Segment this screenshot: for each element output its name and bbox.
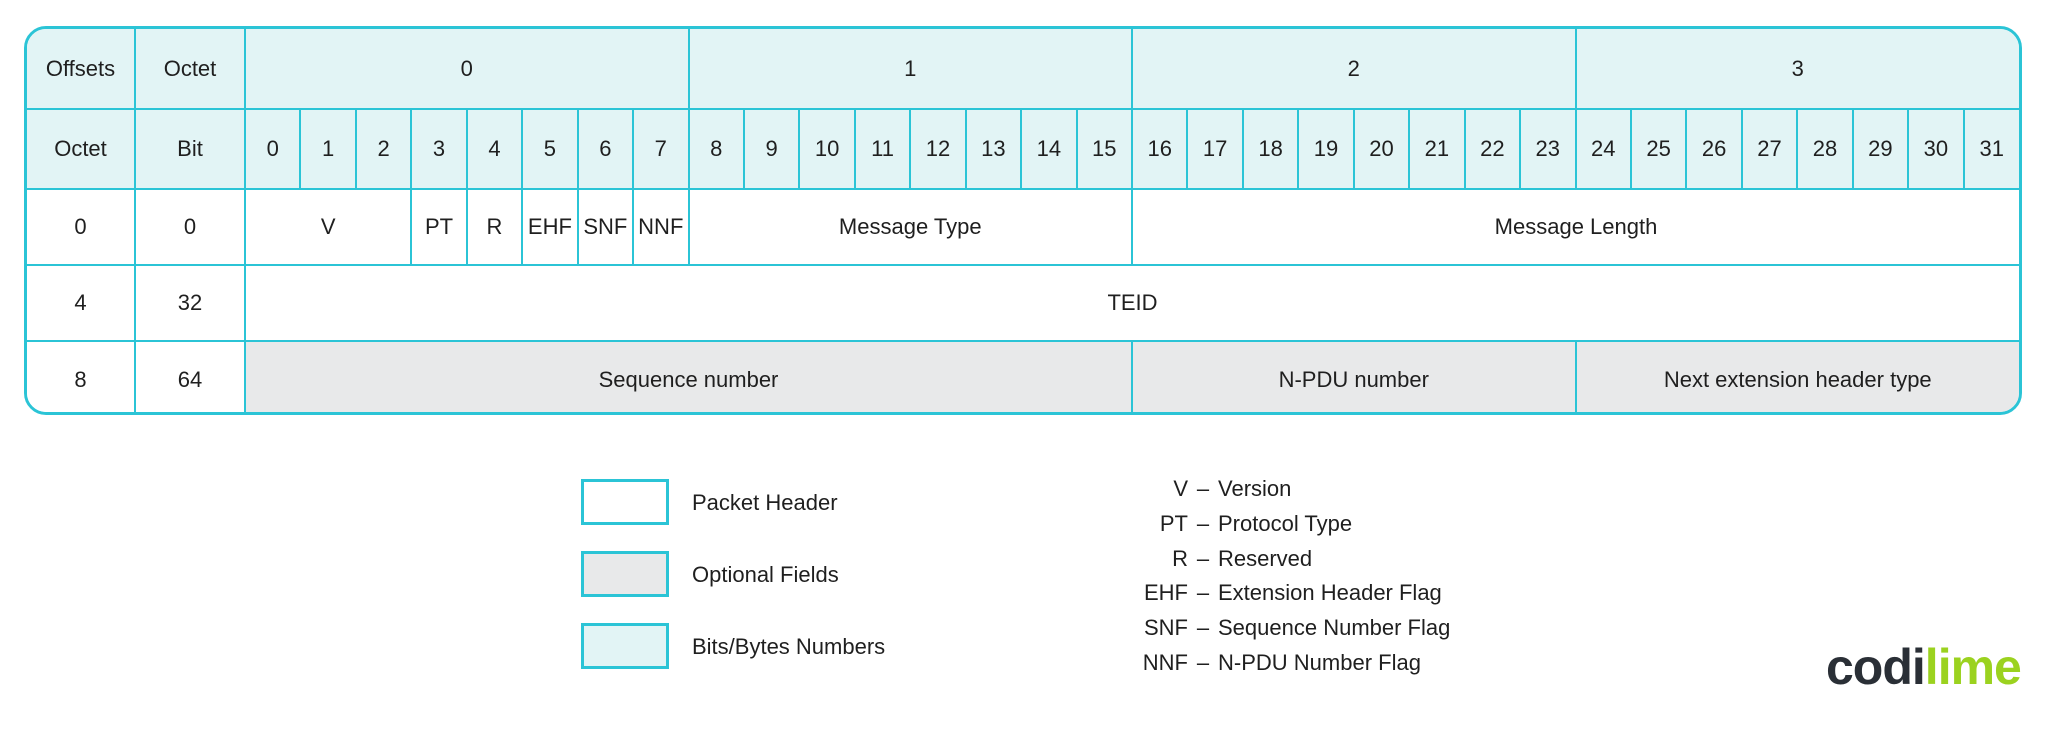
abbreviation-meaning: Reserved <box>1218 546 1313 571</box>
field-message-length: Message Length <box>1131 188 2019 266</box>
header-row-1: 4 32 TEID <box>27 264 2019 342</box>
packet-header-swatch <box>581 479 669 525</box>
corner-offsets-label: Offsets <box>27 29 136 110</box>
bit-number: 27 <box>1740 108 1799 190</box>
bit-number: 10 <box>798 108 856 190</box>
field-next-extension-header-type: Next extension header type <box>1574 340 2019 412</box>
field-sequence-number: Sequence number <box>244 340 1133 412</box>
field-message-type: Message Type <box>687 188 1133 266</box>
bit-number: 18 <box>1241 108 1300 190</box>
bit-number: 31 <box>1962 108 2019 190</box>
octet-number: 0 <box>244 29 690 110</box>
legend-label-numbers: Bits/Bytes Numbers <box>692 634 886 659</box>
octet-number: 1 <box>687 29 1133 110</box>
bit-number: 22 <box>1463 108 1522 190</box>
octet-number: 3 <box>1574 29 2019 110</box>
abbreviation-key: NNF <box>1142 650 1188 675</box>
row-offset-bit: 32 <box>134 264 246 342</box>
abbreviation-item: R–Reserved <box>1120 546 1312 580</box>
logo-text-lime: lime <box>1924 639 2022 695</box>
abbreviation-item: PT–Protocol Type <box>1120 511 1352 545</box>
codilime-logo: codilime <box>1826 639 2022 695</box>
bit-number: 28 <box>1796 108 1854 190</box>
octet-number-row: Offsets Octet 0 1 2 3 <box>27 29 2019 110</box>
bit-number: 12 <box>909 108 967 190</box>
bit-number: 17 <box>1186 108 1244 190</box>
optional-fields-swatch <box>581 551 669 597</box>
octet-number: 2 <box>1131 29 1577 110</box>
bit-number: 26 <box>1685 108 1743 190</box>
bit-number: 16 <box>1130 108 1189 190</box>
legend-label-optional-fields: Optional Fields <box>692 562 839 587</box>
corner-octet-offset-label: Octet <box>27 108 136 190</box>
bit-number: 30 <box>1907 108 1965 190</box>
field-reserved: R <box>465 188 524 266</box>
row-offset-bit: 64 <box>134 340 246 412</box>
abbreviation-meaning: N-PDU Number Flag <box>1218 650 1421 675</box>
bit-number: 20 <box>1352 108 1411 190</box>
abbreviation-item: NNF–N-PDU Number Flag <box>1120 650 1421 684</box>
legend-label-packet-header: Packet Header <box>692 490 838 515</box>
field-version: V <box>243 188 413 266</box>
bit-number: 5 <box>521 108 579 190</box>
row-offset-bit: 0 <box>134 188 246 266</box>
abbreviation-meaning: Protocol Type <box>1218 511 1353 536</box>
logo-text-codi: codi <box>1826 639 1926 695</box>
corner-octet-label: Octet <box>134 29 246 110</box>
bit-number: 15 <box>1075 108 1134 190</box>
abbreviation-key: R <box>1172 546 1188 571</box>
bit-number: 25 <box>1629 108 1688 190</box>
corner-bit-label: Bit <box>134 108 246 190</box>
field-npdu-number: N-PDU number <box>1131 340 1577 412</box>
bit-number: 11 <box>853 108 912 190</box>
bit-number: 8 <box>687 108 745 190</box>
bit-number: 2 <box>354 108 413 190</box>
bit-number: 13 <box>964 108 1023 190</box>
abbreviation-dash: – <box>1196 580 1210 605</box>
abbreviation-dash: – <box>1196 650 1210 675</box>
abbreviation-meaning: Extension Header Flag <box>1218 580 1442 605</box>
field-sequence-number-flag: SNF <box>576 188 635 266</box>
row-offset-octet: 8 <box>27 340 136 412</box>
bit-number: 7 <box>632 108 690 190</box>
bit-number: 6 <box>576 108 635 190</box>
bit-number: 9 <box>742 108 801 190</box>
bit-number: 24 <box>1574 108 1632 190</box>
bit-number: 4 <box>465 108 524 190</box>
field-npdu-number-flag: NNF <box>632 188 690 266</box>
abbreviation-key: PT <box>1159 511 1188 536</box>
field-teid: TEID <box>244 264 2019 342</box>
abbreviation-key: SNF <box>1144 615 1188 640</box>
bit-number: 21 <box>1408 108 1466 190</box>
abbreviation-meaning: Sequence Number Flag <box>1218 615 1451 640</box>
abbreviation-dash: – <box>1196 546 1210 571</box>
abbreviation-key: EHF <box>1144 580 1188 605</box>
abbreviation-key: V <box>1173 476 1188 501</box>
row-offset-octet: 0 <box>27 188 136 266</box>
abbreviation-item: SNF–Sequence Number Flag <box>1120 615 1450 649</box>
abbreviation-item: V–Version <box>1120 476 1291 510</box>
bit-number: 29 <box>1851 108 1910 190</box>
abbreviation-dash: – <box>1196 511 1210 536</box>
abbreviation-meaning: Version <box>1218 476 1292 501</box>
field-extension-header-flag: EHF <box>521 188 579 266</box>
abbreviation-item: EHF–Extension Header Flag <box>1120 580 1442 614</box>
field-protocol-type: PT <box>410 188 468 266</box>
row-offset-octet: 4 <box>27 264 136 342</box>
abbreviation-dash: – <box>1196 615 1210 640</box>
header-row-0: 0 0 V PT R EHF SNF NNF Message Type Mess… <box>27 188 2019 266</box>
abbreviation-dash: – <box>1196 476 1210 501</box>
bit-number: 1 <box>299 108 357 190</box>
bit-number: 3 <box>410 108 468 190</box>
bit-number: 19 <box>1297 108 1355 190</box>
numbers-swatch <box>581 623 669 669</box>
bit-number: 14 <box>1020 108 1078 190</box>
header-row-2: 8 64 Sequence number N-PDU number Next e… <box>27 340 2019 412</box>
bit-number: 23 <box>1519 108 1577 190</box>
bit-number: 0 <box>243 108 302 190</box>
